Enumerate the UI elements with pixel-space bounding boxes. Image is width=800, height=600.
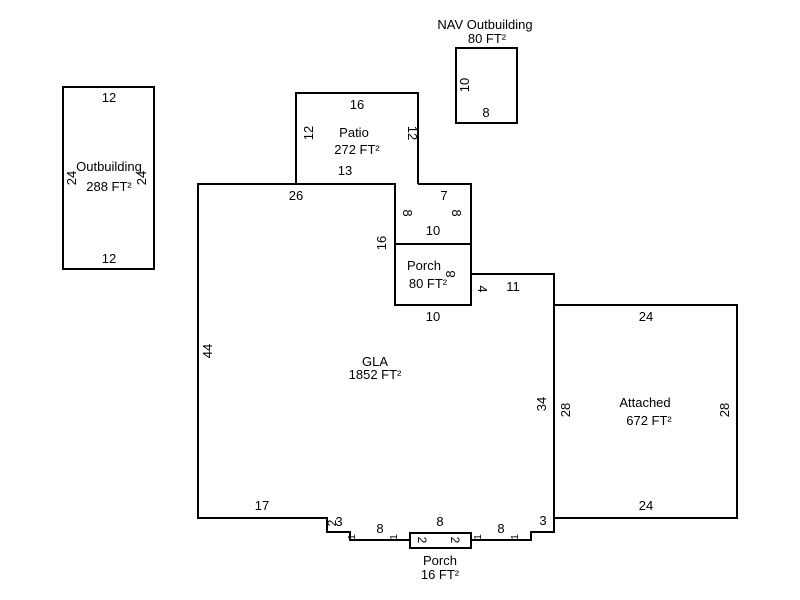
dim-label: 1	[473, 534, 484, 540]
dim-label: 26	[289, 188, 303, 203]
outbuilding-outline	[62, 86, 155, 270]
nav-outbuilding-area: NAV Outbuilding 80 FT² 10 8	[437, 17, 533, 124]
dim-label: 12	[405, 126, 420, 140]
dim-label: 24	[639, 309, 653, 324]
gla-outline-left	[197, 183, 410, 541]
dim-label: 34	[534, 397, 549, 411]
dim-label: 2	[448, 537, 462, 544]
area-name: Outbuilding	[76, 159, 142, 174]
outbuilding-area: 12 12 24 24 Outbuilding 288 FT²	[62, 86, 155, 270]
area-name: Patio	[339, 125, 369, 140]
dim-label: 2	[325, 519, 339, 526]
dim-label: 1	[510, 534, 521, 540]
dim-label: 16	[350, 97, 364, 112]
dim-label: 10	[426, 309, 440, 324]
dim-label: 44	[200, 344, 215, 358]
dim-label: 10	[457, 78, 472, 92]
dim-label: 7	[440, 188, 447, 203]
patio-outline	[295, 92, 419, 184]
area-size: 80 FT²	[409, 276, 448, 291]
dim-label: 3	[539, 513, 546, 528]
dim-label: 8	[482, 105, 489, 120]
attached-outline	[553, 304, 738, 519]
area-name: GLA	[362, 354, 388, 369]
porch-small-area: 2 2 Porch 16 FT²	[409, 532, 472, 582]
dim-label: 12	[102, 251, 116, 266]
area-name: Attached	[619, 395, 670, 410]
dim-label: 17	[255, 498, 269, 513]
dim-label: 1	[389, 534, 400, 540]
porch-main-area: Porch 80 FT² 8	[394, 243, 472, 306]
porch-main-outline	[394, 243, 472, 306]
dim-label: 24	[639, 498, 653, 513]
patio-area: 16 12 12 13 Patio 272 FT²	[295, 92, 420, 184]
porch-small-outline	[409, 532, 472, 549]
area-size: 1852 FT²	[349, 367, 402, 382]
dim-label: 10	[426, 223, 440, 238]
dim-label: 8	[376, 521, 383, 536]
dim-label: 8	[400, 209, 415, 216]
dim-label: 8	[443, 270, 458, 277]
dim-label: 3	[335, 514, 342, 529]
gla-outline-right	[471, 273, 555, 541]
area-name: Porch	[423, 553, 457, 568]
area-name: NAV Outbuilding	[437, 17, 532, 32]
area-size: 16 FT²	[421, 567, 460, 582]
area-size: 672 FT²	[626, 413, 672, 428]
gla-area: 26 44 17 34 11 4 7 8 8 10 16 10 2 3 1 8 …	[197, 183, 555, 541]
dim-label: 24	[64, 171, 79, 185]
dim-label: 4	[475, 285, 490, 292]
dim-label: 1	[347, 534, 358, 540]
dim-label: 12	[102, 90, 116, 105]
dim-label: 8	[449, 209, 464, 216]
dim-label: 11	[506, 279, 520, 294]
dim-label: 8	[436, 514, 443, 529]
area-size: 272 FT²	[334, 142, 380, 157]
dim-label: 28	[558, 403, 573, 417]
area-name: Porch	[407, 258, 441, 273]
area-size: 288 FT²	[86, 179, 132, 194]
nav-outbuilding-outline	[455, 47, 518, 124]
dim-label: 2	[415, 537, 429, 544]
dim-label: 16	[374, 236, 389, 250]
dim-label: 28	[717, 403, 732, 417]
dim-label: 24	[134, 171, 149, 185]
dim-label: 13	[338, 163, 352, 178]
dim-label: 8	[497, 521, 504, 536]
dim-label: 12	[301, 126, 316, 140]
area-size: 80 FT²	[468, 31, 507, 46]
attached-area: 24 24 28 28 Attached 672 FT²	[553, 304, 738, 519]
